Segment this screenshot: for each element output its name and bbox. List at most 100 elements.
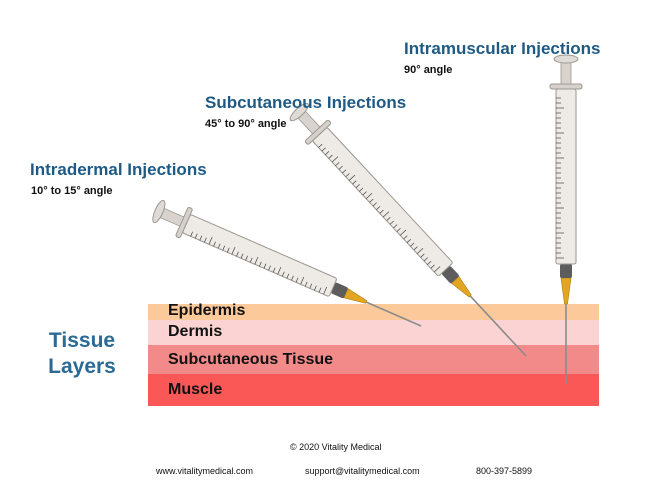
barrel-tick: [345, 173, 350, 178]
barrel-tick: [416, 247, 424, 254]
subcutaneous-syringe: [289, 102, 527, 357]
barrel-tick: [372, 202, 377, 207]
phone-number: 800-397-5899: [476, 466, 533, 476]
barrel-tick: [208, 236, 213, 245]
barrel-tick: [376, 206, 381, 210]
intramuscular-title: Intramuscular Injections: [404, 39, 601, 58]
layer-label-muscle: Muscle: [168, 381, 223, 398]
plunger-thumb-rest: [289, 102, 309, 122]
finger-flange: [549, 83, 583, 90]
barrel-tick: [362, 191, 367, 196]
barrel-tick: [403, 235, 408, 240]
barrel-tick: [231, 246, 236, 255]
barrel-tick: [399, 229, 407, 236]
barrel-tick: [321, 147, 326, 152]
needle-hub: [451, 275, 472, 298]
barrel-tick: [379, 209, 384, 214]
layer-muscle: Muscle: [148, 374, 599, 406]
barrel-tick: [318, 143, 323, 148]
barrel-tick: [413, 246, 418, 251]
barrel-tick: [389, 220, 394, 225]
barrel-tick: [331, 156, 339, 163]
barrel-tick: [430, 264, 435, 269]
barrel-tick: [423, 257, 428, 262]
email-link[interactable]: support@vitalitymedical.com: [305, 466, 420, 476]
needle: [365, 301, 422, 327]
barrel-tick: [318, 287, 322, 293]
barrel-tick: [245, 255, 248, 261]
copyright-text: © 2020 Vitality Medical: [290, 442, 382, 452]
barrel-tick: [386, 217, 391, 221]
barrel-tick: [434, 266, 441, 273]
tissue-layers-heading: Tissue Layers: [30, 328, 134, 380]
intradermal-angle: 10° to 15° angle: [31, 185, 113, 197]
needle-hub: [560, 277, 572, 305]
barrel-tick: [410, 242, 415, 247]
layer-subcutaneous: Subcutaneous Tissue: [148, 345, 599, 374]
intramuscular-syringe: [549, 54, 583, 384]
barrel-tick: [259, 261, 262, 267]
barrel-tick: [342, 169, 347, 174]
barrel-tick: [291, 275, 294, 281]
layer-label-epidermis: Epidermis: [168, 302, 246, 319]
tissue-heading-line2: Layers: [48, 355, 116, 378]
barrel-tick: [295, 277, 299, 283]
barrel-tick: [254, 256, 259, 265]
barrel-tick: [277, 266, 282, 275]
barrel-tick: [217, 243, 221, 249]
barrel-tick: [427, 261, 432, 265]
needle: [469, 295, 527, 357]
syringe-barrel: [182, 214, 337, 297]
barrel-tick: [335, 162, 340, 167]
barrel-tick: [314, 285, 317, 291]
plunger-rod: [560, 61, 572, 85]
tissue-layers: Epidermis Dermis Subcutaneous Tissue Mus…: [148, 302, 599, 406]
barrel-tick: [304, 281, 308, 287]
barrel-tick: [236, 251, 239, 257]
barrel-tick: [249, 257, 253, 263]
syringe-tip-seal: [442, 266, 459, 284]
needle-hub: [343, 288, 367, 304]
barrel-tick: [222, 245, 226, 251]
syringe-tip-seal: [331, 282, 348, 299]
barrel-tick: [325, 151, 330, 156]
barrel-tick: [323, 286, 328, 295]
barrel-tick: [365, 193, 373, 200]
barrel-tick: [393, 224, 398, 229]
barrel-tick: [199, 235, 203, 241]
barrel-tick: [300, 276, 305, 285]
barrel-tick: [309, 283, 313, 289]
subcutaneous-angle: 45° to 90° angle: [205, 118, 287, 130]
barrel-tick: [263, 263, 267, 269]
barrel-tick: [286, 273, 290, 279]
barrel-tick: [359, 187, 364, 192]
layer-label-dermis: Dermis: [168, 323, 223, 340]
barrel-tick: [355, 184, 360, 189]
barrel-tick: [369, 198, 374, 203]
barrel-tick: [194, 233, 198, 239]
barrel-tick: [352, 180, 357, 185]
intradermal-syringe: [152, 199, 422, 327]
barrel-tick: [406, 239, 411, 243]
plunger-thumb-rest: [553, 54, 579, 64]
subcutaneous-title: Subcutaneous Injections: [205, 93, 407, 112]
barrel-tick: [268, 265, 271, 271]
barrel-tick: [420, 253, 425, 258]
barrel-tick: [190, 231, 193, 237]
barrel-tick: [382, 211, 390, 218]
website-link[interactable]: www.vitalitymedical.com: [156, 466, 254, 476]
barrel-tick: [348, 174, 356, 181]
syringe-barrel: [312, 127, 453, 277]
barrel-tick: [213, 241, 216, 247]
barrel-tick: [328, 154, 333, 159]
barrel-tick: [396, 228, 401, 232]
tissue-heading-line1: Tissue: [48, 329, 116, 352]
intradermal-title: Intradermal Injections: [30, 160, 207, 179]
layer-label-subcutaneous: Subcutaneous Tissue: [168, 351, 334, 368]
barrel-tick: [281, 271, 285, 277]
barrel-tick: [272, 267, 276, 273]
layer-epidermis: Epidermis: [148, 302, 599, 320]
syringe-tip-seal: [560, 264, 572, 278]
barrel-tick: [226, 247, 230, 253]
